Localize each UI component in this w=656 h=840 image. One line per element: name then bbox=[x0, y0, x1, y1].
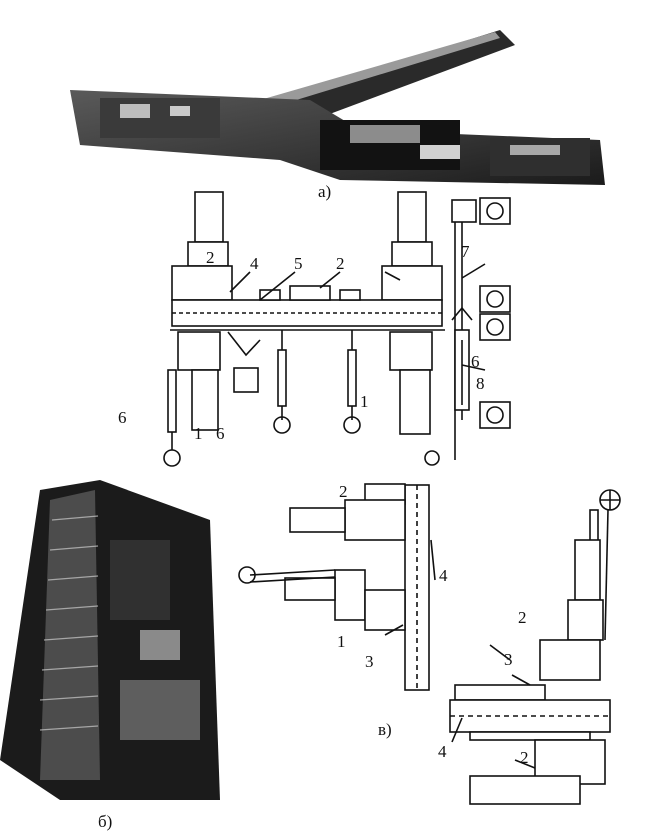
diagram-right: 2 3 4 2 bbox=[438, 480, 640, 820]
callout-6-bottom: 6 bbox=[216, 424, 225, 443]
callout-8: 8 bbox=[476, 374, 485, 393]
callout-2-right-upper: 2 bbox=[518, 608, 527, 627]
callout-2-mid: 2 bbox=[336, 254, 345, 273]
callout-1: 1 bbox=[360, 392, 369, 411]
photo-machine-b bbox=[0, 480, 230, 800]
callout-6-left: 6 bbox=[118, 408, 127, 427]
callout-6-right: 6 bbox=[471, 352, 480, 371]
callout-2-mid-diagram: 2 bbox=[339, 482, 348, 501]
callout-4: 4 bbox=[250, 254, 259, 273]
callout-7: 7 bbox=[461, 242, 470, 261]
panel-label-b: б) bbox=[98, 812, 113, 831]
callout-1-mid-diagram: 1 bbox=[337, 632, 346, 651]
callout-2-right-lower: 2 bbox=[520, 748, 529, 767]
callout-4-right: 4 bbox=[438, 742, 447, 761]
diagram-mid: 2 4 1 3 bbox=[235, 480, 455, 700]
callout-1-left: 1 bbox=[194, 424, 203, 443]
callout-3-mid-diagram: 3 bbox=[365, 652, 374, 671]
diagram-top: 2 4 5 2 7 6 8 1 6 1 6 bbox=[100, 180, 530, 480]
panel-label-a: а) bbox=[318, 182, 332, 201]
callout-4-mid-diagram: 4 bbox=[439, 566, 448, 585]
callout-5: 5 bbox=[294, 254, 303, 273]
panel-label-v: в) bbox=[378, 720, 392, 739]
photo-machine-a bbox=[60, 20, 620, 190]
callout-3-right: 3 bbox=[504, 650, 513, 669]
callout-2-left: 2 bbox=[206, 248, 215, 267]
